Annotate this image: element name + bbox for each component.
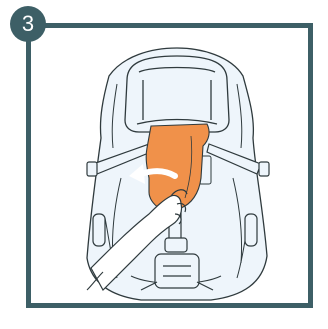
step-number-badge: 3 — [10, 6, 46, 42]
headrest — [125, 56, 229, 132]
car-seat-illustration — [31, 28, 308, 303]
illustration-frame — [26, 23, 313, 308]
